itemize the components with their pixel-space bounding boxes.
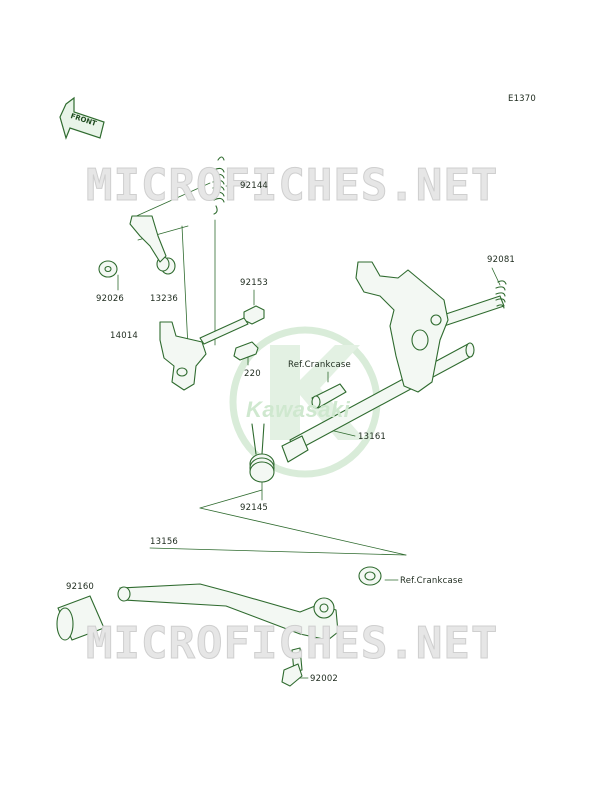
part-label-13156: 13156: [150, 537, 179, 547]
part-label-92081: 92081: [487, 255, 516, 265]
crankcase-stud: [311, 383, 347, 409]
shift-fork-plate: [355, 261, 449, 393]
front-arrow-icon: [59, 96, 105, 140]
leader-lines: [117, 182, 501, 679]
part-label-ref-crankcase-upper: Ref.Crankcase: [288, 360, 351, 370]
shift-pedal-13156: [117, 583, 339, 641]
watermark-site-bottom: MICROFICHES.NET: [85, 618, 499, 670]
pedal-rubber-92160: [56, 595, 105, 641]
part-label-13236: 13236: [150, 294, 179, 304]
part-label-92026: 92026: [96, 294, 125, 304]
crankcase-washer: [358, 566, 382, 586]
spring-92144: [212, 156, 225, 215]
bolt-92002: [281, 647, 303, 687]
part-label-92160: 92160: [66, 582, 95, 592]
part-label-92153: 92153: [240, 278, 269, 288]
pin-220: [233, 341, 259, 361]
shift-arm-14014: [129, 215, 207, 391]
watermark-brand: Kawasaki: [246, 397, 351, 422]
spring-92081: [495, 280, 507, 309]
diagram-code: E1370: [508, 94, 537, 104]
part-label-ref-crankcase-lower: Ref.Crankcase: [400, 576, 463, 586]
part-label-92002: 92002: [310, 674, 339, 684]
bolt-92153: [199, 305, 265, 345]
torsion-spring-92145: [249, 423, 275, 483]
part-label-13161: 13161: [358, 432, 387, 442]
watermark-site-top: MICROFICHES.NET: [85, 160, 499, 212]
washer-92026: [98, 260, 118, 278]
part-label-92144: 92144: [240, 181, 269, 191]
part-label-14014: 14014: [110, 331, 139, 341]
collar-13236: [156, 256, 176, 275]
part-label-92145: 92145: [240, 503, 269, 513]
part-label-220: 220: [244, 369, 261, 379]
